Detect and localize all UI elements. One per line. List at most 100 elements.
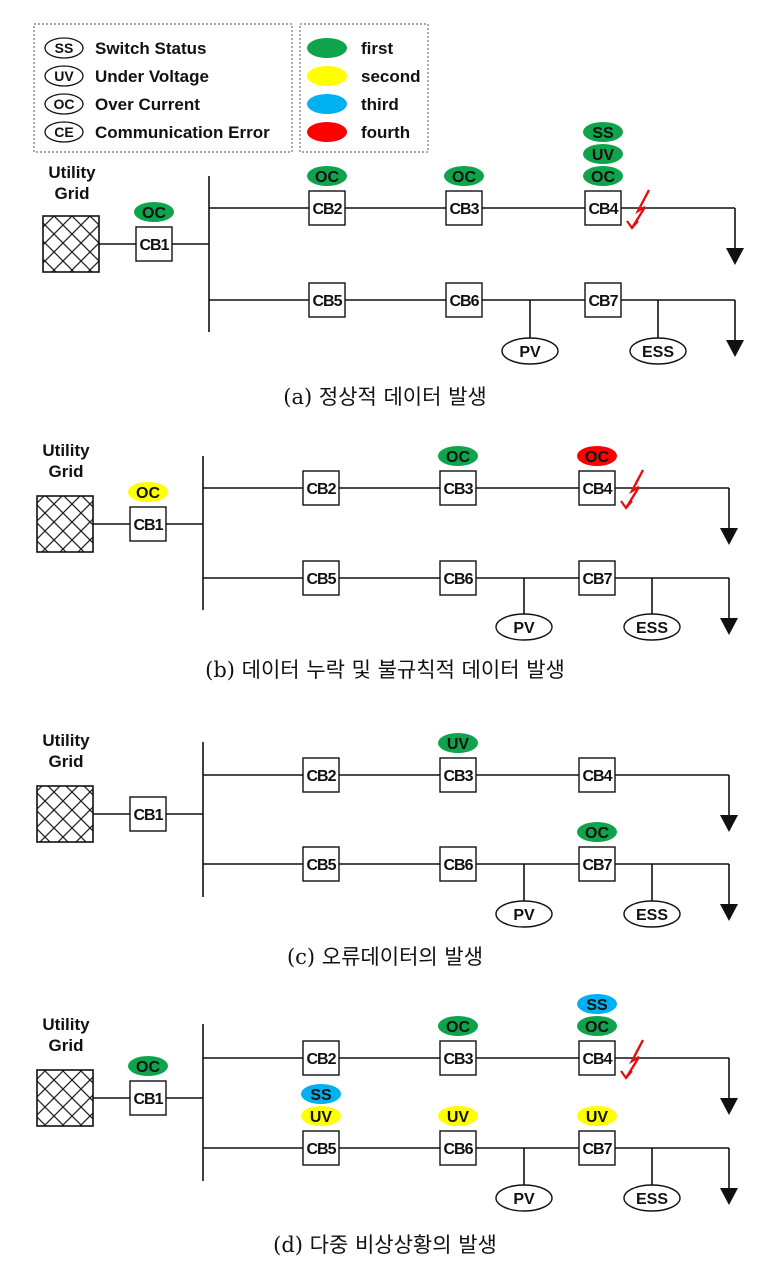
breaker-label: CB2 [306,1051,336,1068]
status-badge-text: UV [592,147,615,164]
legend-abbr-code: UV [54,68,74,84]
breaker-label: CB5 [306,1141,336,1158]
legend-abbr-ellipse [44,65,84,87]
utility-grid-label: Utility [42,731,90,750]
utility-grid-label: Grid [49,1036,84,1055]
pv-label: PV [513,620,535,637]
status-badge-oc [134,202,174,222]
breaker-label: CB1 [139,237,169,254]
utility-grid-label: Utility [42,1015,90,1034]
utility-grid-icon [36,495,94,553]
breaker-label: CB7 [582,571,612,588]
status-badge-uv [301,1106,341,1126]
breaker-cb1 [129,796,167,832]
breaker-cb7 [584,282,622,318]
ess-node [623,1184,681,1212]
breaker-cb1 [135,226,173,262]
legend-abbr-ellipse [44,93,84,115]
breaker-cb2 [302,1040,340,1076]
panel-caption: (d) 다중 비상상황의 발생 [273,1233,497,1257]
utility-grid-icon [36,785,94,843]
status-badge-oc [128,482,168,502]
legend-abbr-label: Switch Status [95,39,206,58]
status-badge-oc [438,1016,478,1036]
status-badge-text: OC [142,205,166,222]
breaker-cb1 [129,1080,167,1116]
breaker-cb5 [302,560,340,596]
status-badge-text: UV [586,1109,609,1126]
utility-grid-label: Utility [42,441,90,460]
utility-grid-label: Grid [49,462,84,481]
status-badge-text: OC [315,169,339,186]
fault-lightning-icon [630,189,651,229]
legend-abbr-label: Communication Error [95,123,270,142]
breaker-cb3 [439,470,477,506]
status-badge-uv [438,1106,478,1126]
status-badge-text: OC [446,1019,470,1036]
load-arrow-icon [720,618,738,635]
utility-grid-label: Grid [55,184,90,203]
breaker-label: CB4 [582,768,612,785]
status-badge-text: UV [310,1109,333,1126]
ess-node [623,900,681,928]
load-arrow-icon [720,528,738,545]
status-badge-text: SS [586,997,608,1014]
breaker-cb6 [439,560,477,596]
breaker-cb2 [302,757,340,793]
fault-arrowhead-icon [620,500,633,510]
legend-abbr-code: OC [54,96,75,112]
pv-node [495,613,553,641]
pv-label: PV [513,907,535,924]
load-arrow-icon [726,340,744,357]
fault-lightning-icon [624,469,645,509]
pv-node [495,1184,553,1212]
legend-order-fourth: fourth [307,122,410,142]
panel-caption: (a) 정상적 데이터 발생 [283,385,487,409]
load-arrow-icon [720,1098,738,1115]
fault-arrowhead-icon [620,1070,633,1080]
fault-lightning-icon [624,1039,645,1079]
breaker-label: CB6 [443,1141,473,1158]
status-badge-oc [307,166,347,186]
breaker-cb3 [439,1040,477,1076]
legend-abbr-ellipse [44,37,84,59]
breaker-cb5 [302,846,340,882]
breaker-cb6 [439,1130,477,1166]
breaker-label: CB1 [133,807,163,824]
ess-label: ESS [642,344,674,361]
breaker-cb5 [308,282,346,318]
status-badge-uv [438,733,478,753]
status-badge-text: OC [585,825,609,842]
status-badge-oc [577,1016,617,1036]
pv-node [501,337,559,365]
status-badge-text: OC [136,485,160,502]
breaker-label: CB6 [443,571,473,588]
status-badge-oc [583,166,623,186]
breaker-label: CB1 [133,1091,163,1108]
breaker-label: CB3 [443,481,473,498]
breaker-label: CB5 [306,857,336,874]
status-badge-text: OC [585,449,609,466]
breaker-cb5 [302,1130,340,1166]
breaker-cb6 [445,282,483,318]
ess-label: ESS [636,907,668,924]
pv-label: PV [519,344,541,361]
breaker-cb6 [439,846,477,882]
breaker-label: CB3 [443,1051,473,1068]
status-badge-text: OC [446,449,470,466]
breaker-label: CB4 [588,201,618,218]
status-badge-text: SS [592,125,614,142]
legend-order-label: fourth [361,123,410,142]
status-badge-oc [128,1056,168,1076]
breaker-label: CB4 [582,1051,612,1068]
status-badge-oc [444,166,484,186]
load-arrow-icon [726,248,744,265]
breaker-cb2 [308,190,346,226]
